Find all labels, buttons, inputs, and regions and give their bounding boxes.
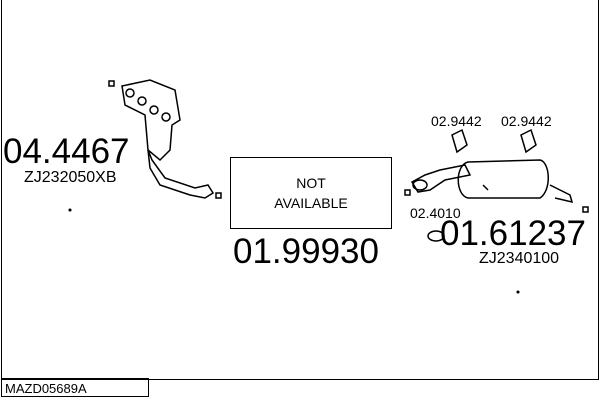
catalyst-oe-number: ZJ232050XB (24, 169, 117, 186)
rear-silencer-oe-number: ZJ2340100 (479, 250, 560, 267)
gasket-part-number[interactable]: 02.4010 (410, 205, 461, 221)
middle-part-number[interactable]: 01.99930 (233, 232, 379, 271)
not-available-line2: AVAILABLE (274, 195, 348, 211)
rear-silencer-drawing (404, 159, 589, 213)
rubber-mount-2-number[interactable]: 02.9442 (501, 113, 552, 129)
rubber-mount-1-number[interactable]: 02.9442 (431, 113, 482, 129)
not-available-line1: NOT (296, 175, 326, 191)
not-available-box: NOT AVAILABLE (230, 157, 392, 229)
gasket-drawing (427, 230, 445, 242)
rubber-mounts-drawing (451, 128, 537, 154)
rear-silencer-part-number[interactable]: 01.61237 (440, 214, 586, 253)
catalyst-drawing (108, 79, 222, 199)
diagram-code: MAZD05689A (1, 378, 149, 397)
diagram-frame (1, 0, 599, 380)
catalyst-part-number[interactable]: 04.4467 (3, 132, 130, 171)
